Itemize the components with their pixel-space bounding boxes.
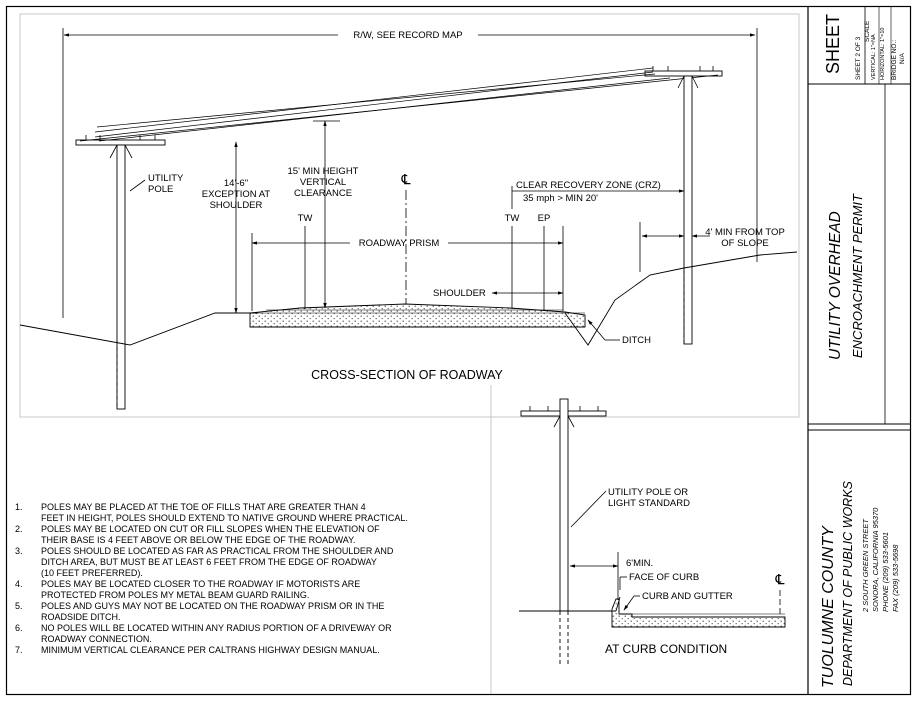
centerline-symbol: ℄: [401, 171, 411, 187]
ditch-label: DITCH: [622, 335, 651, 346]
note-line: POLES MAY BE LOCATED CLOSER TO THE ROADW…: [41, 579, 360, 589]
note-line: POLES SHOULD BE LOCATED AS FAR AS PRACTI…: [41, 546, 394, 556]
title-block: [807, 6, 910, 694]
permit-title-line-1: UTILITY OVERHEAD: [827, 211, 844, 360]
curb-gutter-label: CURB AND GUTTER: [642, 591, 733, 602]
note-line: ROADSIDE DITCH.: [41, 612, 121, 622]
right-utility-pole: [644, 66, 723, 345]
tw-left-label: TW: [298, 213, 313, 224]
county-name: TUOLUMNE COUNTY: [820, 525, 837, 688]
note-line: POLES AND GUYS MAY NOT BE LOCATED ON THE…: [41, 601, 384, 611]
crz-speed-label: 35 mph > MIN 20': [523, 193, 598, 204]
tw-right-label: TW: [505, 213, 520, 224]
note-number: 3.: [15, 546, 23, 556]
note-number: 7.: [15, 645, 23, 655]
sheet-border: [5, 5, 912, 696]
note-line: PROTECTED FROM POLES MY METAL BEAM GUARD…: [41, 590, 309, 600]
curb-detail-title: AT CURB CONDITION: [605, 642, 727, 656]
curb-centerline-symbol: ℄: [775, 571, 785, 587]
note-number: 2.: [15, 524, 23, 534]
note-number: 5.: [15, 601, 23, 611]
scale-label: SCALE: [864, 20, 871, 42]
left-utility-pole: [75, 135, 166, 410]
crz-label: CLEAR RECOVERY ZONE (CRZ): [516, 180, 661, 191]
roadway-prism-label: ROADWAY PRISM: [359, 238, 440, 249]
face-of-curb-label: FACE OF CURB: [629, 572, 699, 583]
roadway-section: [249, 303, 586, 328]
vertical-scale: VERTICAL: 1"=NA: [871, 34, 877, 80]
ground-profile: [19, 312, 258, 346]
note-number: 4.: [15, 579, 23, 589]
horizontal-scale: HORIZONTAL: 1"=10: [880, 28, 886, 80]
address-line-2: SONORA, CALIFORNIA 95370: [871, 507, 880, 612]
curb-utility-pole: [520, 398, 607, 664]
department-name: DEPARTMENT OF PUBLIC WORKS: [841, 480, 855, 686]
note-line: ROADWAY CONNECTION.: [41, 634, 152, 644]
cross-section-frame: [19, 13, 800, 418]
note-number: 1.: [15, 502, 23, 512]
overhead-wires: [79, 67, 719, 142]
sheet-word: SHEET: [823, 14, 843, 74]
general-notes: 1. POLES MAY BE PLACED AT THE TOE OF FILL…: [15, 502, 408, 655]
note-line: THEIR BASE IS 4 FEET ABOVE OR BELOW THE …: [41, 535, 355, 545]
note-line: FEET IN HEIGHT, POLES SHOULD EXTEND TO N…: [41, 513, 408, 523]
address-line-1: 2 SOUTH GREEN STREET: [861, 518, 870, 613]
curb-gutter-section: [611, 598, 786, 628]
note-line: NO POLES WILL BE LOCATED WITHIN ANY RADI…: [41, 623, 392, 633]
sheet-number: SHEET 2 OF 3: [855, 36, 862, 80]
fax: FAX (209) 533-5698: [891, 544, 900, 612]
permit-title-line-2: ENCROACHMENT PERMIT: [850, 193, 865, 358]
note-line: MINIMUM VERTICAL CLEARANCE PER CALTRANS …: [41, 645, 380, 655]
note-line: DITCH AREA, BUT MUST BE AT LEAST 6 FEET …: [41, 557, 377, 567]
note-line: (10 FEET PREFERRED).: [41, 568, 143, 578]
cross-section-title: CROSS-SECTION OF ROADWAY: [311, 368, 503, 382]
bridge-value: N/A: [899, 53, 906, 65]
row-label: R/W, SEE RECORD MAP: [353, 30, 462, 41]
note-number: 6.: [15, 623, 23, 633]
bridge-no: BRIDGE NO.:: [891, 40, 898, 80]
ep-label: EP: [538, 213, 551, 224]
shoulder-label: SHOULDER: [433, 288, 486, 299]
note-line: POLES MAY BE PLACED AT THE TOE OF FILLS …: [41, 502, 366, 512]
six-min-label: 6'MIN.: [626, 558, 653, 569]
phone: PHONE (209) 533-5601: [881, 532, 890, 612]
note-line: POLES MAY BE LOCATED ON CUT OR FILL SLOP…: [41, 524, 380, 534]
